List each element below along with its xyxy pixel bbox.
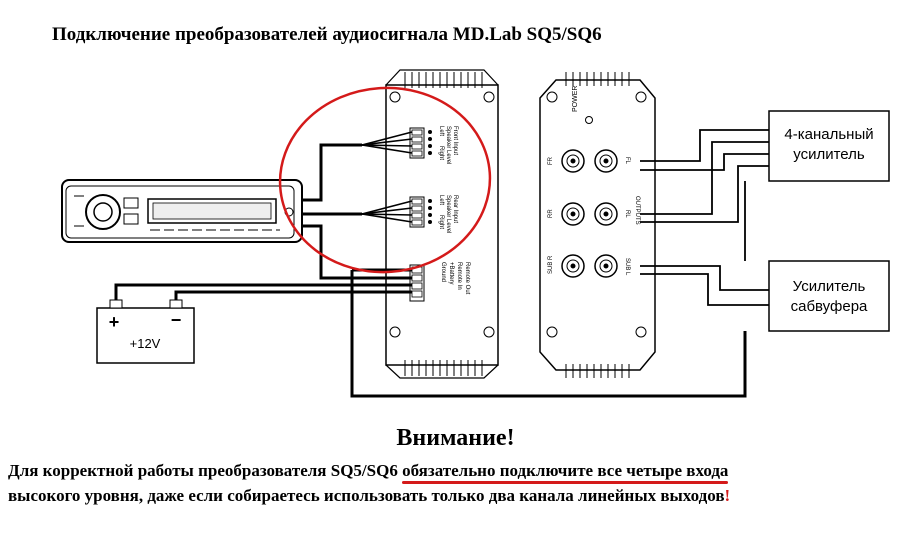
- rl-output-label: RL: [624, 210, 630, 218]
- front-input-label: Front Input: [452, 126, 458, 155]
- fanout-wires: [361, 131, 413, 223]
- rear-speaker-level-label: Speaker Level: [445, 195, 451, 233]
- page-title: Подключение преобразователей аудиосигнал…: [52, 24, 602, 45]
- output-wires: [640, 129, 769, 306]
- battery-voltage-label: +12V: [130, 336, 161, 351]
- rr-output-label: RR: [548, 209, 554, 218]
- warning-line-1-part-b: обязательно подключите все четыре входа: [402, 461, 729, 480]
- power-label: POWER: [572, 86, 579, 112]
- rear-input-label: Rear Input: [452, 195, 458, 223]
- warning-line-2-part-a: высокого уровня, даже если собираетесь и…: [8, 486, 725, 505]
- head-unit: [61, 179, 303, 243]
- highlight-ellipse: [278, 86, 492, 274]
- amp-sub: Усилитель сабвуфера: [768, 260, 890, 332]
- warning-line-2: высокого уровня, даже если собираетесь и…: [8, 486, 730, 506]
- front-right-label: Right: [438, 146, 444, 160]
- warning-underline: [402, 481, 729, 484]
- battery-plus-label: +: [109, 312, 120, 332]
- amp-sub-line1: Усилитель: [793, 278, 866, 295]
- remote-in-label: Remote In: [456, 262, 462, 290]
- amp-sub-line2: сабвуфера: [791, 298, 868, 315]
- battery: + − +12V: [96, 299, 195, 364]
- amp-4ch-line1: 4-канальный: [784, 126, 873, 143]
- rear-left-label: Left: [438, 195, 444, 205]
- converter-input-unit: Front Input Speaker Level Left Right Rea…: [385, 69, 499, 379]
- battery-terminal-label: +Battery: [448, 262, 454, 285]
- warning-line-1-part-a: Для корректной работы преобразователя SQ…: [8, 461, 403, 480]
- subr-output-label: SUB R: [548, 255, 554, 274]
- outputs-label: OUTPUTS: [634, 196, 640, 225]
- battery-minus-label: −: [171, 310, 182, 330]
- amp-4ch-line2: усилитель: [793, 146, 865, 163]
- fl-output-label: FL: [624, 157, 630, 165]
- front-left-label: Left: [438, 126, 444, 136]
- ground-terminal-label: Ground: [440, 262, 446, 282]
- warning-exclamation: !: [724, 486, 731, 505]
- amp-4ch: 4-канальный усилитель: [768, 110, 890, 182]
- converter-output-unit: POWER FR FL RR RL SUB R SUB L OUTPUTS: [539, 72, 656, 378]
- front-speaker-level-label: Speaker Level: [445, 126, 451, 164]
- remote-out-label: Remote Out: [464, 262, 470, 295]
- rear-right-label: Right: [438, 215, 444, 229]
- wiring-diagram: + − +12V: [61, 69, 890, 398]
- fr-output-label: FR: [548, 156, 554, 165]
- subl-output-label: SUB L: [624, 258, 630, 276]
- warning-emphasis: обязательно подключите все четыре входа: [402, 461, 729, 484]
- warning-line-1: Для корректной работы преобразователя SQ…: [8, 461, 729, 484]
- warning-title: Внимание!: [396, 425, 515, 451]
